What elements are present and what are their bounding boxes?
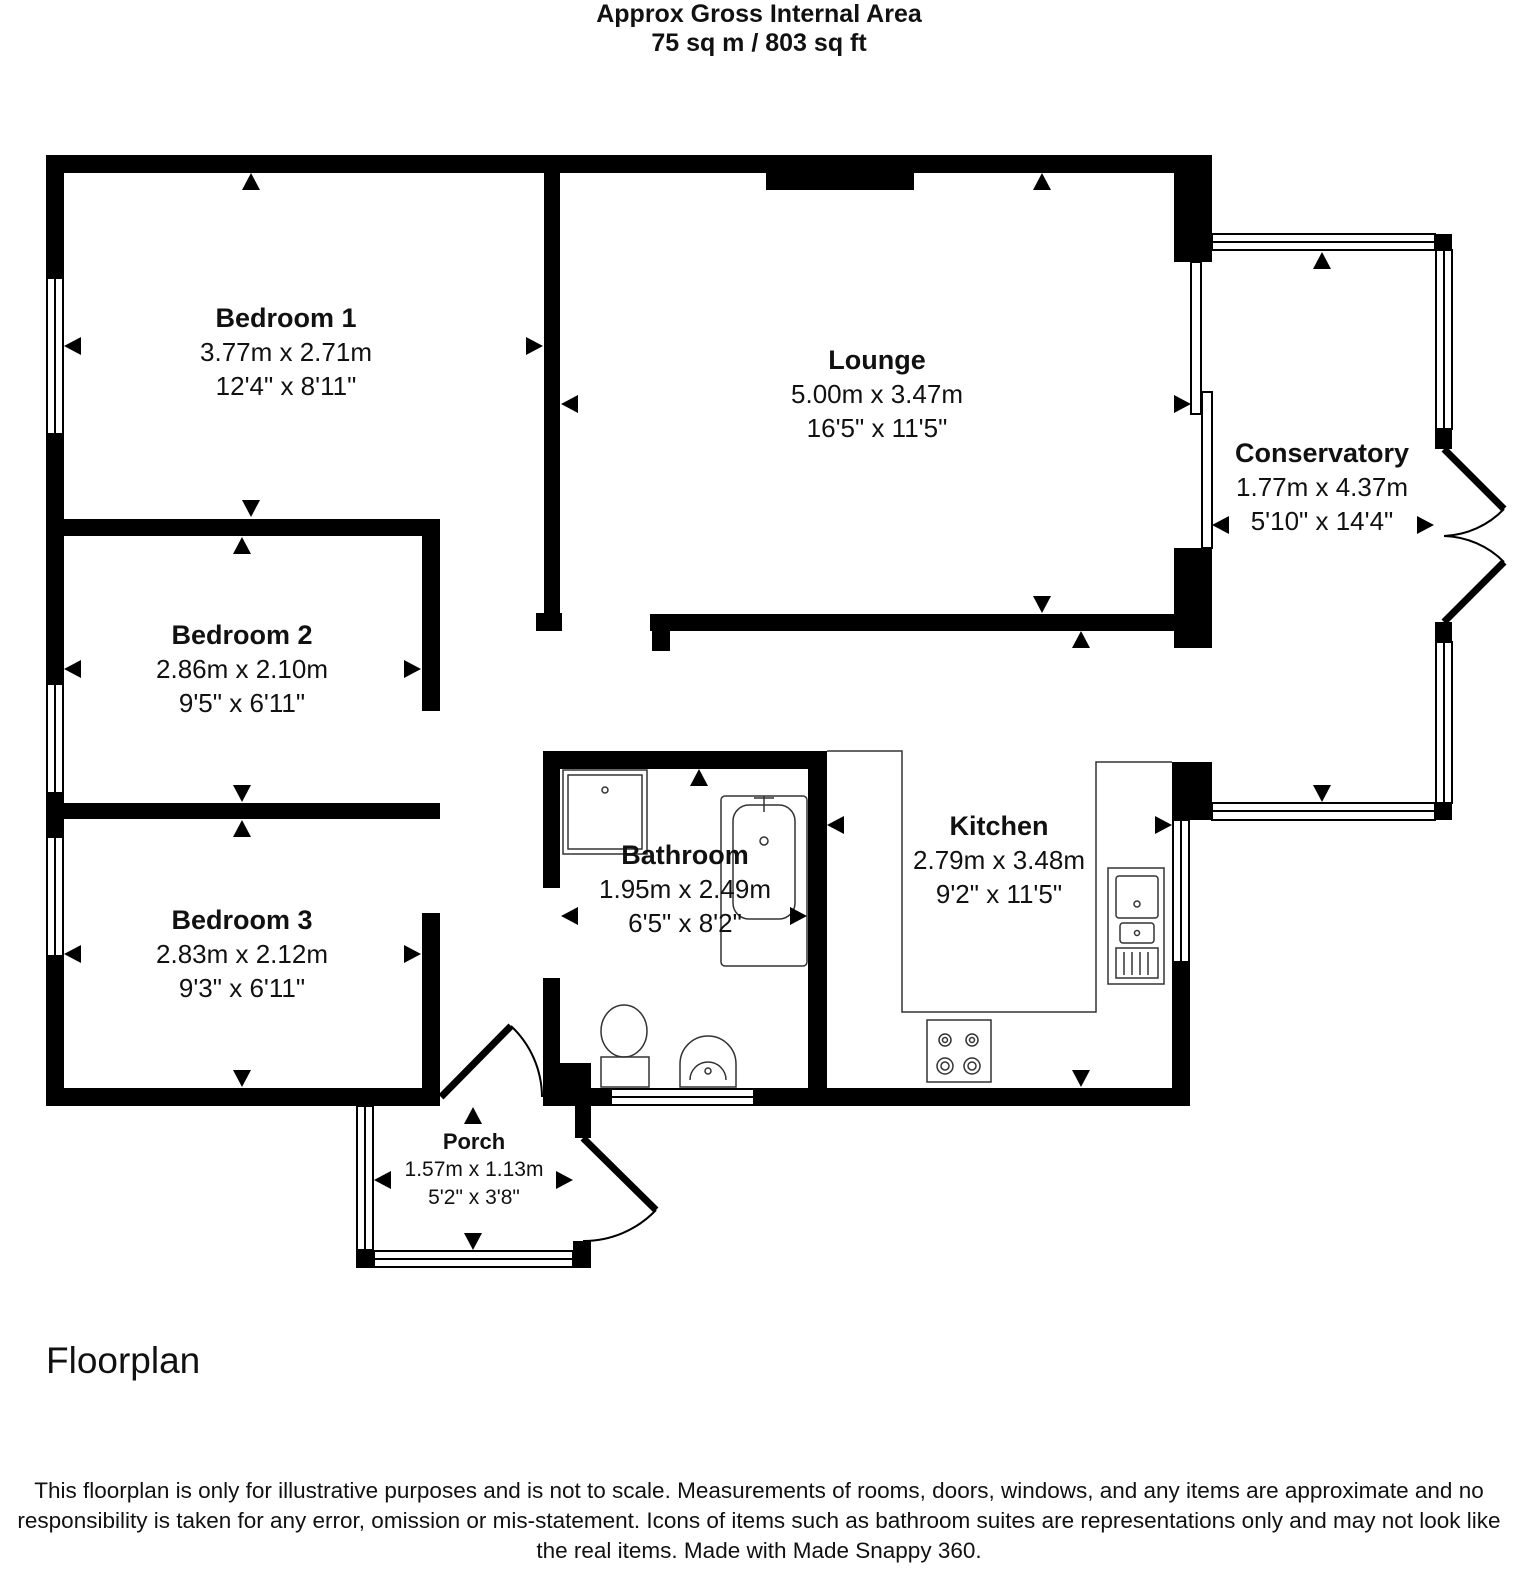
room-imperial-size: 9'5" x 6'11" bbox=[178, 688, 306, 718]
room-label-bedroom-1: Bedroom 1 3.77m x 2.71m 12'4" x 8'11" bbox=[200, 301, 372, 403]
room-label-bathroom: Bathroom 1.95m x 2.49m 6'5" x 8'2" bbox=[599, 838, 771, 940]
walls bbox=[46, 155, 1452, 1268]
room-name: Bedroom 3 bbox=[171, 905, 313, 935]
room-metric-size: 2.83m x 2.12m bbox=[156, 939, 328, 969]
room-name: Bathroom bbox=[621, 840, 749, 870]
room-imperial-size: 6'5" x 8'2" bbox=[628, 908, 742, 938]
dimension-arrows bbox=[64, 173, 1434, 1250]
room-name: Bedroom 2 bbox=[171, 620, 313, 650]
room-metric-size: 1.57m x 1.13m bbox=[404, 1158, 544, 1181]
room-label-bedroom-3: Bedroom 3 2.83m x 2.12m 9'3" x 6'11" bbox=[156, 903, 328, 1005]
gross-area-value: 75 sq m / 803 sq ft bbox=[651, 29, 867, 57]
room-metric-size: 2.79m x 3.48m bbox=[913, 845, 1085, 875]
fixtures bbox=[562, 750, 1172, 1088]
windows bbox=[46, 233, 1453, 1268]
room-label-porch: Porch 1.57m x 1.13m 5'2" x 3'8" bbox=[405, 1128, 544, 1212]
gross-area-header: Approx Gross Internal Area 75 sq m / 803… bbox=[0, 0, 1518, 58]
room-imperial-size: 16'5" x 11'5" bbox=[806, 413, 948, 443]
room-label-bedroom-2: Bedroom 2 2.86m x 2.10m 9'5" x 6'11" bbox=[156, 618, 328, 720]
room-imperial-size: 12'4" x 8'11" bbox=[215, 371, 357, 401]
room-name: Conservatory bbox=[1234, 438, 1410, 468]
room-metric-size: 1.77m x 4.37m bbox=[1236, 472, 1408, 502]
room-metric-size: 1.95m x 2.49m bbox=[599, 874, 771, 904]
room-label-kitchen: Kitchen 2.79m x 3.48m 9'2" x 11'5" bbox=[913, 809, 1085, 911]
room-imperial-size: 5'10" x 14'4" bbox=[1250, 506, 1394, 536]
gross-area-title: Approx Gross Internal Area bbox=[596, 0, 922, 28]
room-imperial-size: 9'2" x 11'5" bbox=[935, 879, 1063, 909]
room-metric-size: 2.86m x 2.10m bbox=[156, 654, 328, 684]
room-label-lounge: Lounge 5.00m x 3.47m 16'5" x 11'5" bbox=[791, 343, 963, 445]
room-name: Porch bbox=[442, 1129, 506, 1154]
room-label-conservatory: Conservatory 1.77m x 4.37m 5'10" x 14'4" bbox=[1235, 436, 1409, 538]
room-name: Lounge bbox=[828, 345, 926, 375]
room-name: Bedroom 1 bbox=[215, 303, 357, 333]
floorplan-caption: Floorplan bbox=[46, 1340, 201, 1381]
doors bbox=[438, 446, 1507, 1243]
room-imperial-size: 9'3" x 6'11" bbox=[178, 973, 306, 1003]
room-metric-size: 5.00m x 3.47m bbox=[791, 379, 963, 409]
room-imperial-size: 5'2" x 3'8" bbox=[428, 1186, 520, 1209]
disclaimer-text: This floorplan is only for illustrative … bbox=[17, 1478, 1501, 1563]
room-metric-size: 3.77m x 2.71m bbox=[200, 337, 372, 367]
room-name: Kitchen bbox=[949, 811, 1049, 841]
